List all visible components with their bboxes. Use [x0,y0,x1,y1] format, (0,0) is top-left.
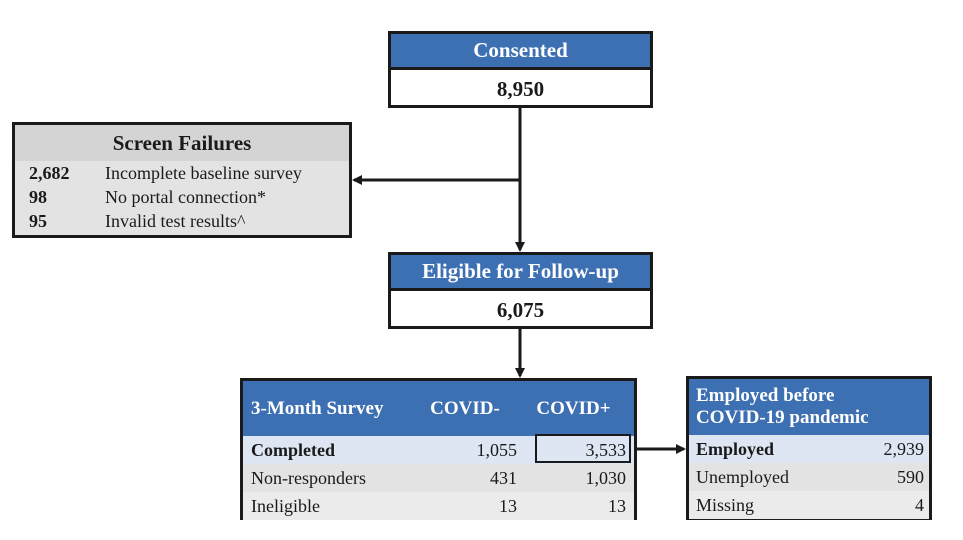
eligible-title: Eligible for Follow-up [391,255,650,291]
covid-pos-header: COVID+ [536,397,611,419]
consented-box: Consented 8,950 [388,31,653,108]
eligible-box: Eligible for Follow-up 6,075 [388,252,653,329]
screen-failures-title: Screen Failures [15,125,349,161]
row-label: Missing [696,494,755,515]
survey-title: 3-Month Survey [251,397,384,419]
screen-failure-reason: Invalid test results^ [105,210,246,231]
table-row: Unemployed 590 [689,463,929,491]
consented-title: Consented [391,34,650,70]
covid-pos-value: 13 [608,495,626,516]
screen-failure-row: 98 No portal connection* [15,185,349,209]
row-label: Unemployed [696,466,789,487]
covid-neg-value: 1,055 [476,439,518,460]
employed-title-line2: COVID-19 pandemic [696,407,869,428]
survey-table: 3-Month Survey COVID- COVID+ Completed 1… [240,378,637,520]
row-label: Completed [251,439,335,460]
highlight-cell-outline [535,434,631,463]
covid-neg-value: 13 [499,495,517,516]
employed-title-line1: Employed before [696,385,835,406]
row-label: Employed [696,438,775,459]
table-row: Employed 2,939 [689,435,929,463]
table-row: Completed 1,055 3,533 [243,436,634,464]
row-label: Non-responders [251,467,366,488]
screen-failure-count: 98 [29,186,47,207]
table-row: Missing 4 [689,491,929,519]
screen-failures-box: Screen Failures 2,682 Incomplete baselin… [12,122,352,238]
screen-failure-row: 2,682 Incomplete baseline survey [15,161,349,185]
screen-failure-count: 95 [29,210,47,231]
table-row: Non-responders 431 1,030 [243,464,634,492]
row-value: 4 [915,494,924,515]
screen-failure-reason: Incomplete baseline survey [105,162,302,183]
covid-pos-value: 1,030 [585,467,627,488]
employed-title: Employed before COVID-19 pandemic [689,379,929,435]
survey-header: 3-Month Survey COVID- COVID+ [243,381,634,436]
employed-box: Employed before COVID-19 pandemic Employ… [686,376,932,520]
covid-neg-value: 431 [490,467,517,488]
table-row: Ineligible 13 13 [243,492,634,520]
covid-pos-value: 3,533 [585,439,627,460]
consented-value: 8,950 [496,76,545,101]
screen-failure-count: 2,682 [29,162,70,183]
row-value: 2,939 [883,438,925,459]
screen-failure-row: 95 Invalid test results^ [15,209,349,233]
covid-neg-header: COVID- [430,397,500,419]
row-value: 590 [897,466,924,487]
eligible-value: 6,075 [496,297,545,322]
row-label: Ineligible [251,495,320,516]
screen-failure-reason: No portal connection* [105,186,266,207]
